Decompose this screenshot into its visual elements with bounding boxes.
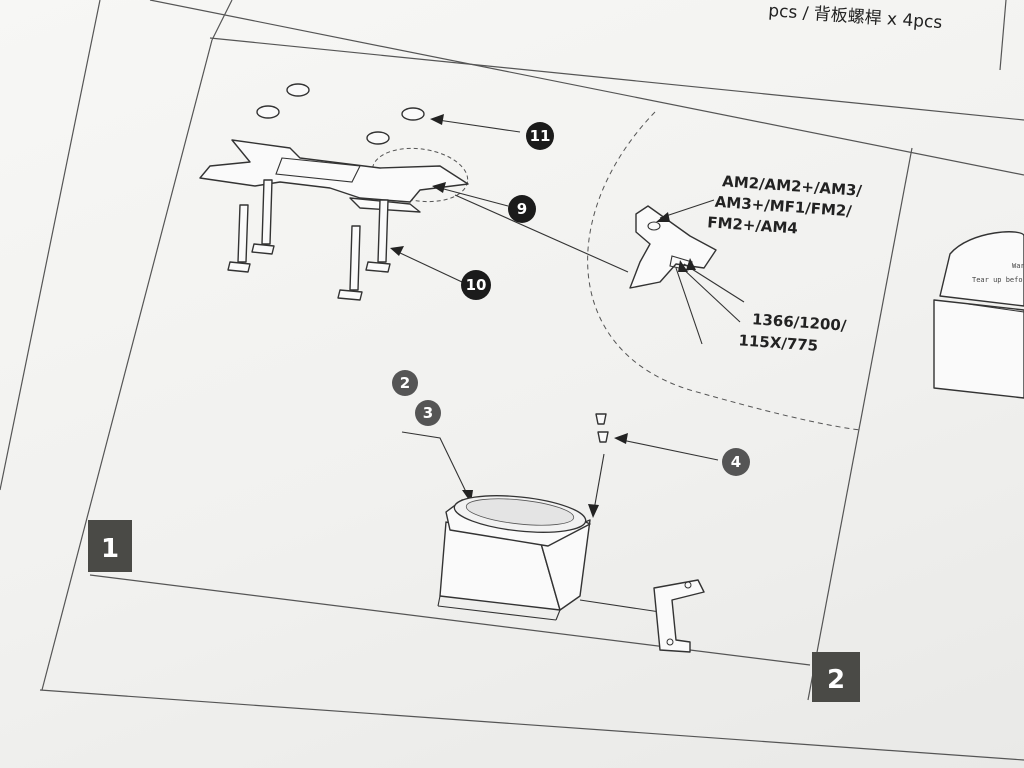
backplate-drawing: [199, 139, 469, 213]
nuts-group: [256, 83, 425, 145]
step-badge-2: 2: [812, 652, 860, 702]
svg-text:9: 9: [517, 200, 527, 218]
pump-drawing: [437, 413, 609, 621]
screws-group: [227, 179, 391, 301]
svg-text:FM2+/AM4: FM2+/AM4: [707, 213, 799, 237]
callout-11: 11: [526, 122, 554, 150]
svg-text:2: 2: [827, 665, 845, 695]
svg-text:2: 2: [400, 374, 410, 392]
svg-text:4: 4: [731, 453, 741, 471]
svg-text:11: 11: [530, 127, 551, 145]
amd-socket-label: AM2/AM2+/AM3/ AM3+/MF1/FM2/ FM2+/AM4: [707, 172, 863, 237]
mounting-bracket: [653, 579, 705, 653]
callout-arrows: [390, 114, 719, 613]
svg-text:10: 10: [466, 276, 487, 294]
svg-text:Tear up before: Tear up before: [972, 276, 1024, 284]
callout-4: 4: [722, 448, 750, 476]
svg-text:3: 3: [423, 404, 433, 422]
svg-text:Warl: Warl: [1012, 262, 1024, 270]
zoom-outline: [587, 111, 861, 431]
leader-line: [454, 194, 629, 273]
pump-fragment-right: Warl Tear up before: [933, 231, 1024, 399]
svg-text:1366/1200/: 1366/1200/: [751, 310, 847, 335]
header-text: pcs / 背板螺桿 x 4pcs: [768, 1, 943, 33]
intel-socket-label: 1366/1200/ 115X/775: [738, 310, 848, 355]
bracket-detail: [629, 199, 745, 345]
callout-3: 3: [415, 400, 441, 426]
callout-9: 9: [508, 195, 536, 223]
step-badge-1: 1: [88, 520, 132, 572]
svg-text:1: 1: [101, 534, 119, 564]
callout-10: 10: [461, 270, 491, 300]
detail-circle: [371, 147, 469, 203]
callout-2: 2: [392, 370, 418, 396]
svg-text:115X/775: 115X/775: [738, 331, 819, 355]
